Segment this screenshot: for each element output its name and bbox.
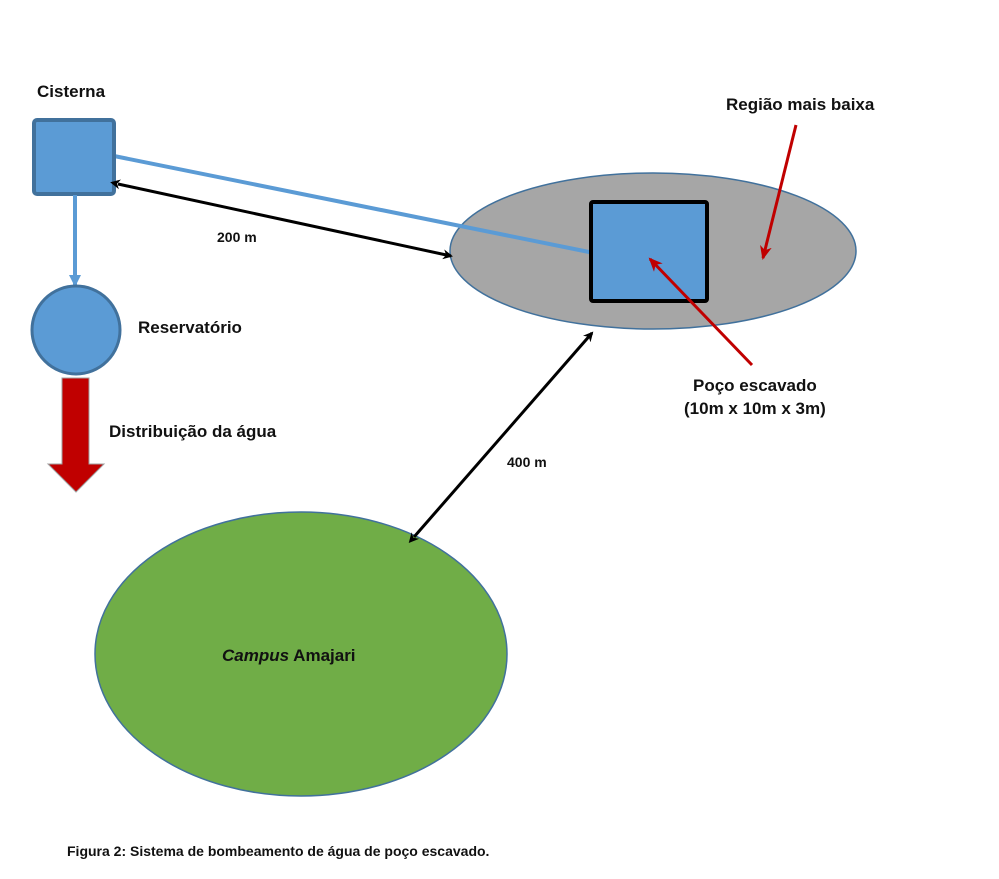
distribuicao-arrow-icon — [46, 377, 106, 493]
campus-label: Campus Amajari — [222, 646, 356, 665]
reservatorio-label: Reservatório — [138, 318, 242, 337]
campus-label-rest: Amajari — [289, 646, 355, 665]
campus-amajari-ellipse — [94, 511, 508, 797]
regiao-pointer-arrow — [760, 124, 798, 260]
cisterna-label: Cisterna — [37, 82, 106, 101]
figure-caption: Figura 2: Sistema de bombeamento de água… — [67, 843, 490, 859]
campus-label-italic: Campus — [222, 646, 289, 665]
cisterna-square — [32, 118, 116, 196]
distance-label-200m: 200 m — [217, 229, 257, 245]
distance-label-400m: 400 m — [507, 454, 547, 470]
distance-arrow-400m — [408, 331, 594, 544]
poco-escavado-square — [589, 200, 709, 303]
distance-arrow-200m — [110, 179, 453, 260]
poco-pointer-arrow — [648, 257, 754, 367]
distribuicao-label: Distribuição da água — [109, 422, 277, 441]
regiao-label: Região mais baixa — [726, 95, 875, 114]
poco-label-line1: Poço escavado — [693, 376, 817, 395]
reservatorio-circle — [30, 284, 122, 376]
poco-label-line2: (10m x 10m x 3m) — [684, 399, 826, 418]
